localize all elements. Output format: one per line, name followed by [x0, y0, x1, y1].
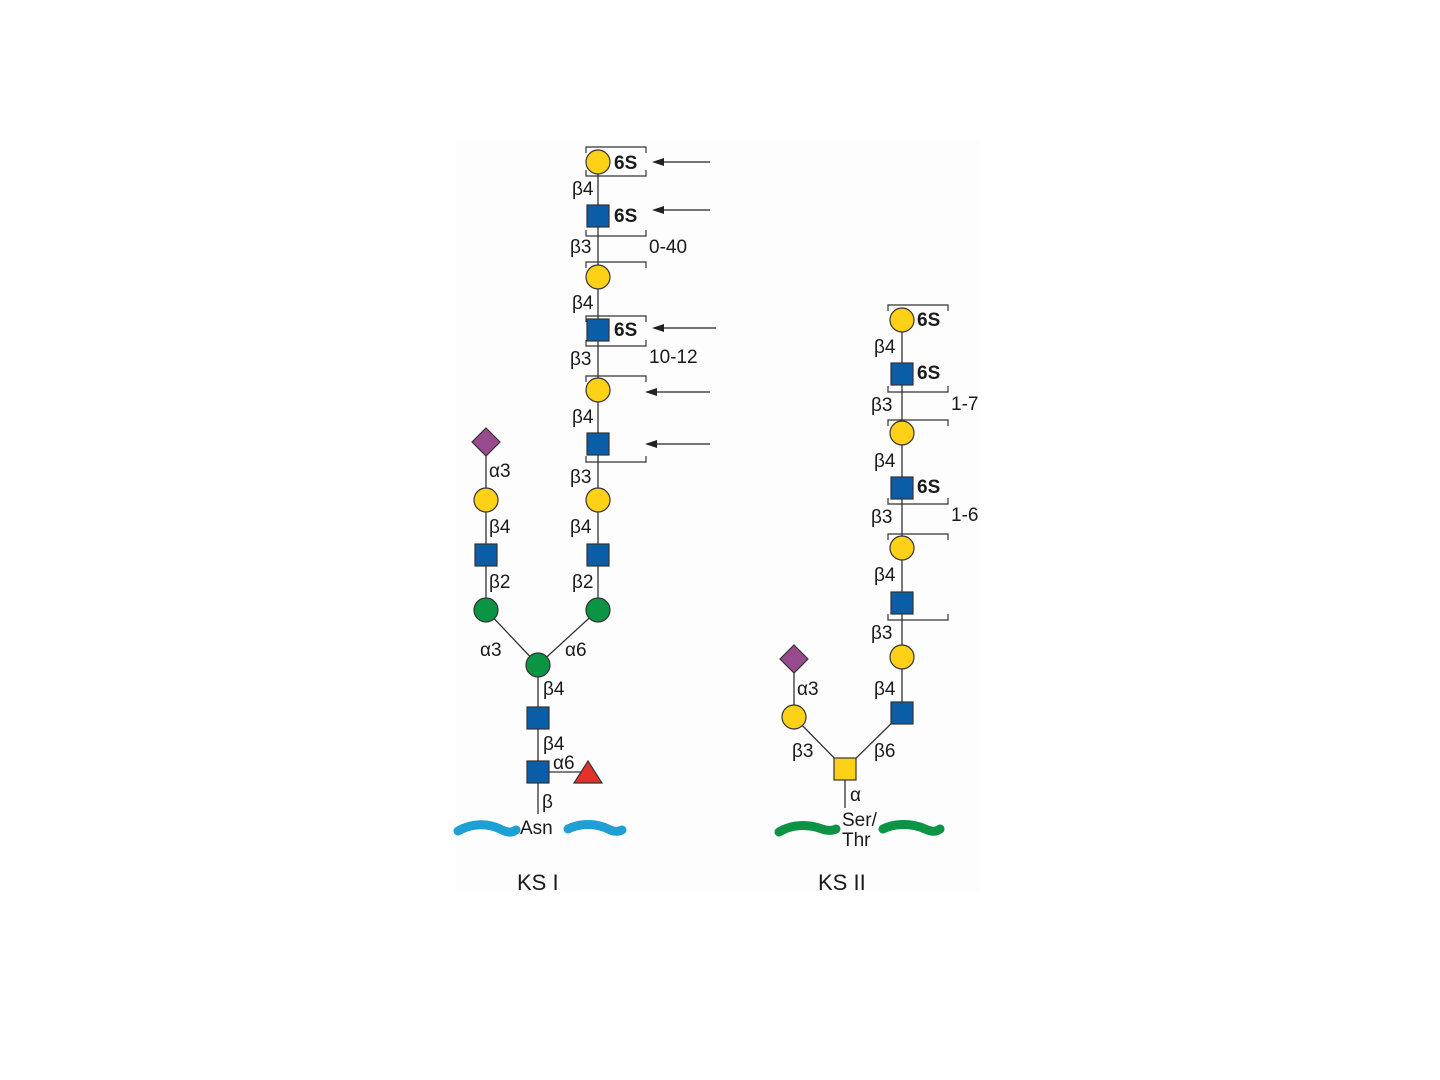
bond-label: β4: [489, 517, 511, 538]
ks2-linkages: [794, 320, 902, 808]
glcnac-square: [587, 544, 609, 566]
bond-label: α6: [565, 640, 587, 661]
ks2-peptide-left: [779, 826, 836, 832]
galnac-square: [834, 758, 856, 780]
ks2-structure: α β3 α3 β6 β4 β3 β4 β3 β4 β3 β4 6S 6S 6S…: [779, 305, 978, 895]
bond-label: α6: [553, 753, 575, 774]
neuac-diamond: [780, 645, 808, 673]
galactose-circle: [782, 705, 806, 729]
ks2-repeat-brackets: [888, 305, 948, 620]
bond-label: β4: [570, 517, 592, 538]
bond-label: β6: [874, 741, 896, 762]
galactose-circle: [586, 488, 610, 512]
galactose-circle: [890, 536, 914, 560]
glcnac-square: [891, 702, 913, 724]
sulfate-label: 6S: [614, 206, 637, 227]
mannose-circle: [586, 598, 610, 622]
bond-label: α: [850, 785, 861, 806]
ks1-peptide-right: [568, 825, 622, 832]
bond-label: β2: [489, 572, 511, 593]
repeat-count: 10-12: [649, 347, 698, 368]
bond-label: β4: [543, 679, 565, 700]
ks1-structure: β β4 α6 β4 α3 α6 β2 β4 α3 β2 β4 β3 β4 β3…: [458, 147, 716, 895]
galactose-circle: [890, 308, 914, 332]
galactose-circle: [586, 150, 610, 174]
repeat-count: 0-40: [649, 237, 687, 258]
repeat-count: 1-7: [951, 394, 978, 415]
bond-label: β4: [874, 679, 896, 700]
sulfate-label: 6S: [917, 310, 940, 331]
ks2-anchor-label-line2: Thr: [842, 830, 871, 851]
glcnac-square: [891, 592, 913, 614]
galactose-circle: [586, 378, 610, 402]
bond-label: β4: [543, 734, 565, 755]
ks1-caption: KS I: [517, 870, 559, 895]
glcnac-square: [891, 363, 913, 385]
ks2-glycans: [780, 308, 914, 780]
mannose-circle: [474, 598, 498, 622]
glcnac-square: [587, 433, 609, 455]
bond-label: β4: [874, 565, 896, 586]
glcnac-square: [527, 707, 549, 729]
bond-label: α3: [489, 461, 511, 482]
bond-label: β4: [874, 337, 896, 358]
ks1-arrowheads: [645, 158, 664, 448]
bond-label: β4: [572, 293, 594, 314]
ks1-peptide-left: [458, 825, 516, 832]
galactose-circle: [890, 645, 914, 669]
ks1-sulfates: 6S 6S 6S: [614, 153, 637, 341]
bond-label: β4: [572, 407, 594, 428]
bond-label: β3: [570, 467, 592, 488]
bond-label: β3: [570, 349, 592, 370]
bond-label: β3: [871, 623, 893, 644]
ks2-peptide-right: [883, 825, 940, 832]
repeat-count: 1-6: [951, 505, 978, 526]
bond-label: β3: [871, 507, 893, 528]
ks2-bond-labels: α β3 α3 β6 β4 β3 β4 β3 β4 β3 β4: [792, 337, 896, 806]
galactose-circle: [474, 488, 498, 512]
neuac-diamond: [472, 428, 500, 456]
bond-label: β4: [572, 179, 594, 200]
bond-label: β2: [572, 572, 594, 593]
bond-label: β3: [570, 237, 592, 258]
glcnac-square: [475, 544, 497, 566]
glcnac-square: [891, 477, 913, 499]
glcnac-square: [587, 205, 609, 227]
ks2-caption: KS II: [818, 870, 866, 895]
mannose-circle: [526, 653, 550, 677]
glcnac-square: [527, 761, 549, 783]
sulfate-label: 6S: [614, 320, 637, 341]
galactose-circle: [890, 421, 914, 445]
glcnac-square: [587, 319, 609, 341]
ks2-anchor-label-line1: Ser/: [842, 810, 878, 831]
ks1-arrows: [656, 162, 716, 444]
galactose-circle: [586, 265, 610, 289]
ks1-anchor-label: Asn: [520, 818, 553, 839]
bond-label: β: [542, 792, 553, 813]
sulfate-label: 6S: [614, 153, 637, 174]
bond-label: β3: [792, 741, 814, 762]
bond-label: α3: [480, 640, 502, 661]
sulfate-label: 6S: [917, 363, 940, 384]
sulfate-label: 6S: [917, 477, 940, 498]
bond-label: β3: [871, 395, 893, 416]
bond-label: α3: [797, 679, 819, 700]
ks2-repeat-counts: 1-6 1-7: [951, 394, 978, 526]
ks1-repeat-counts: 10-12 0-40: [649, 237, 698, 368]
ks2-sulfates: 6S 6S 6S: [917, 310, 940, 498]
bond-label: β4: [874, 451, 896, 472]
ks1-repeat-brackets: [586, 147, 646, 462]
